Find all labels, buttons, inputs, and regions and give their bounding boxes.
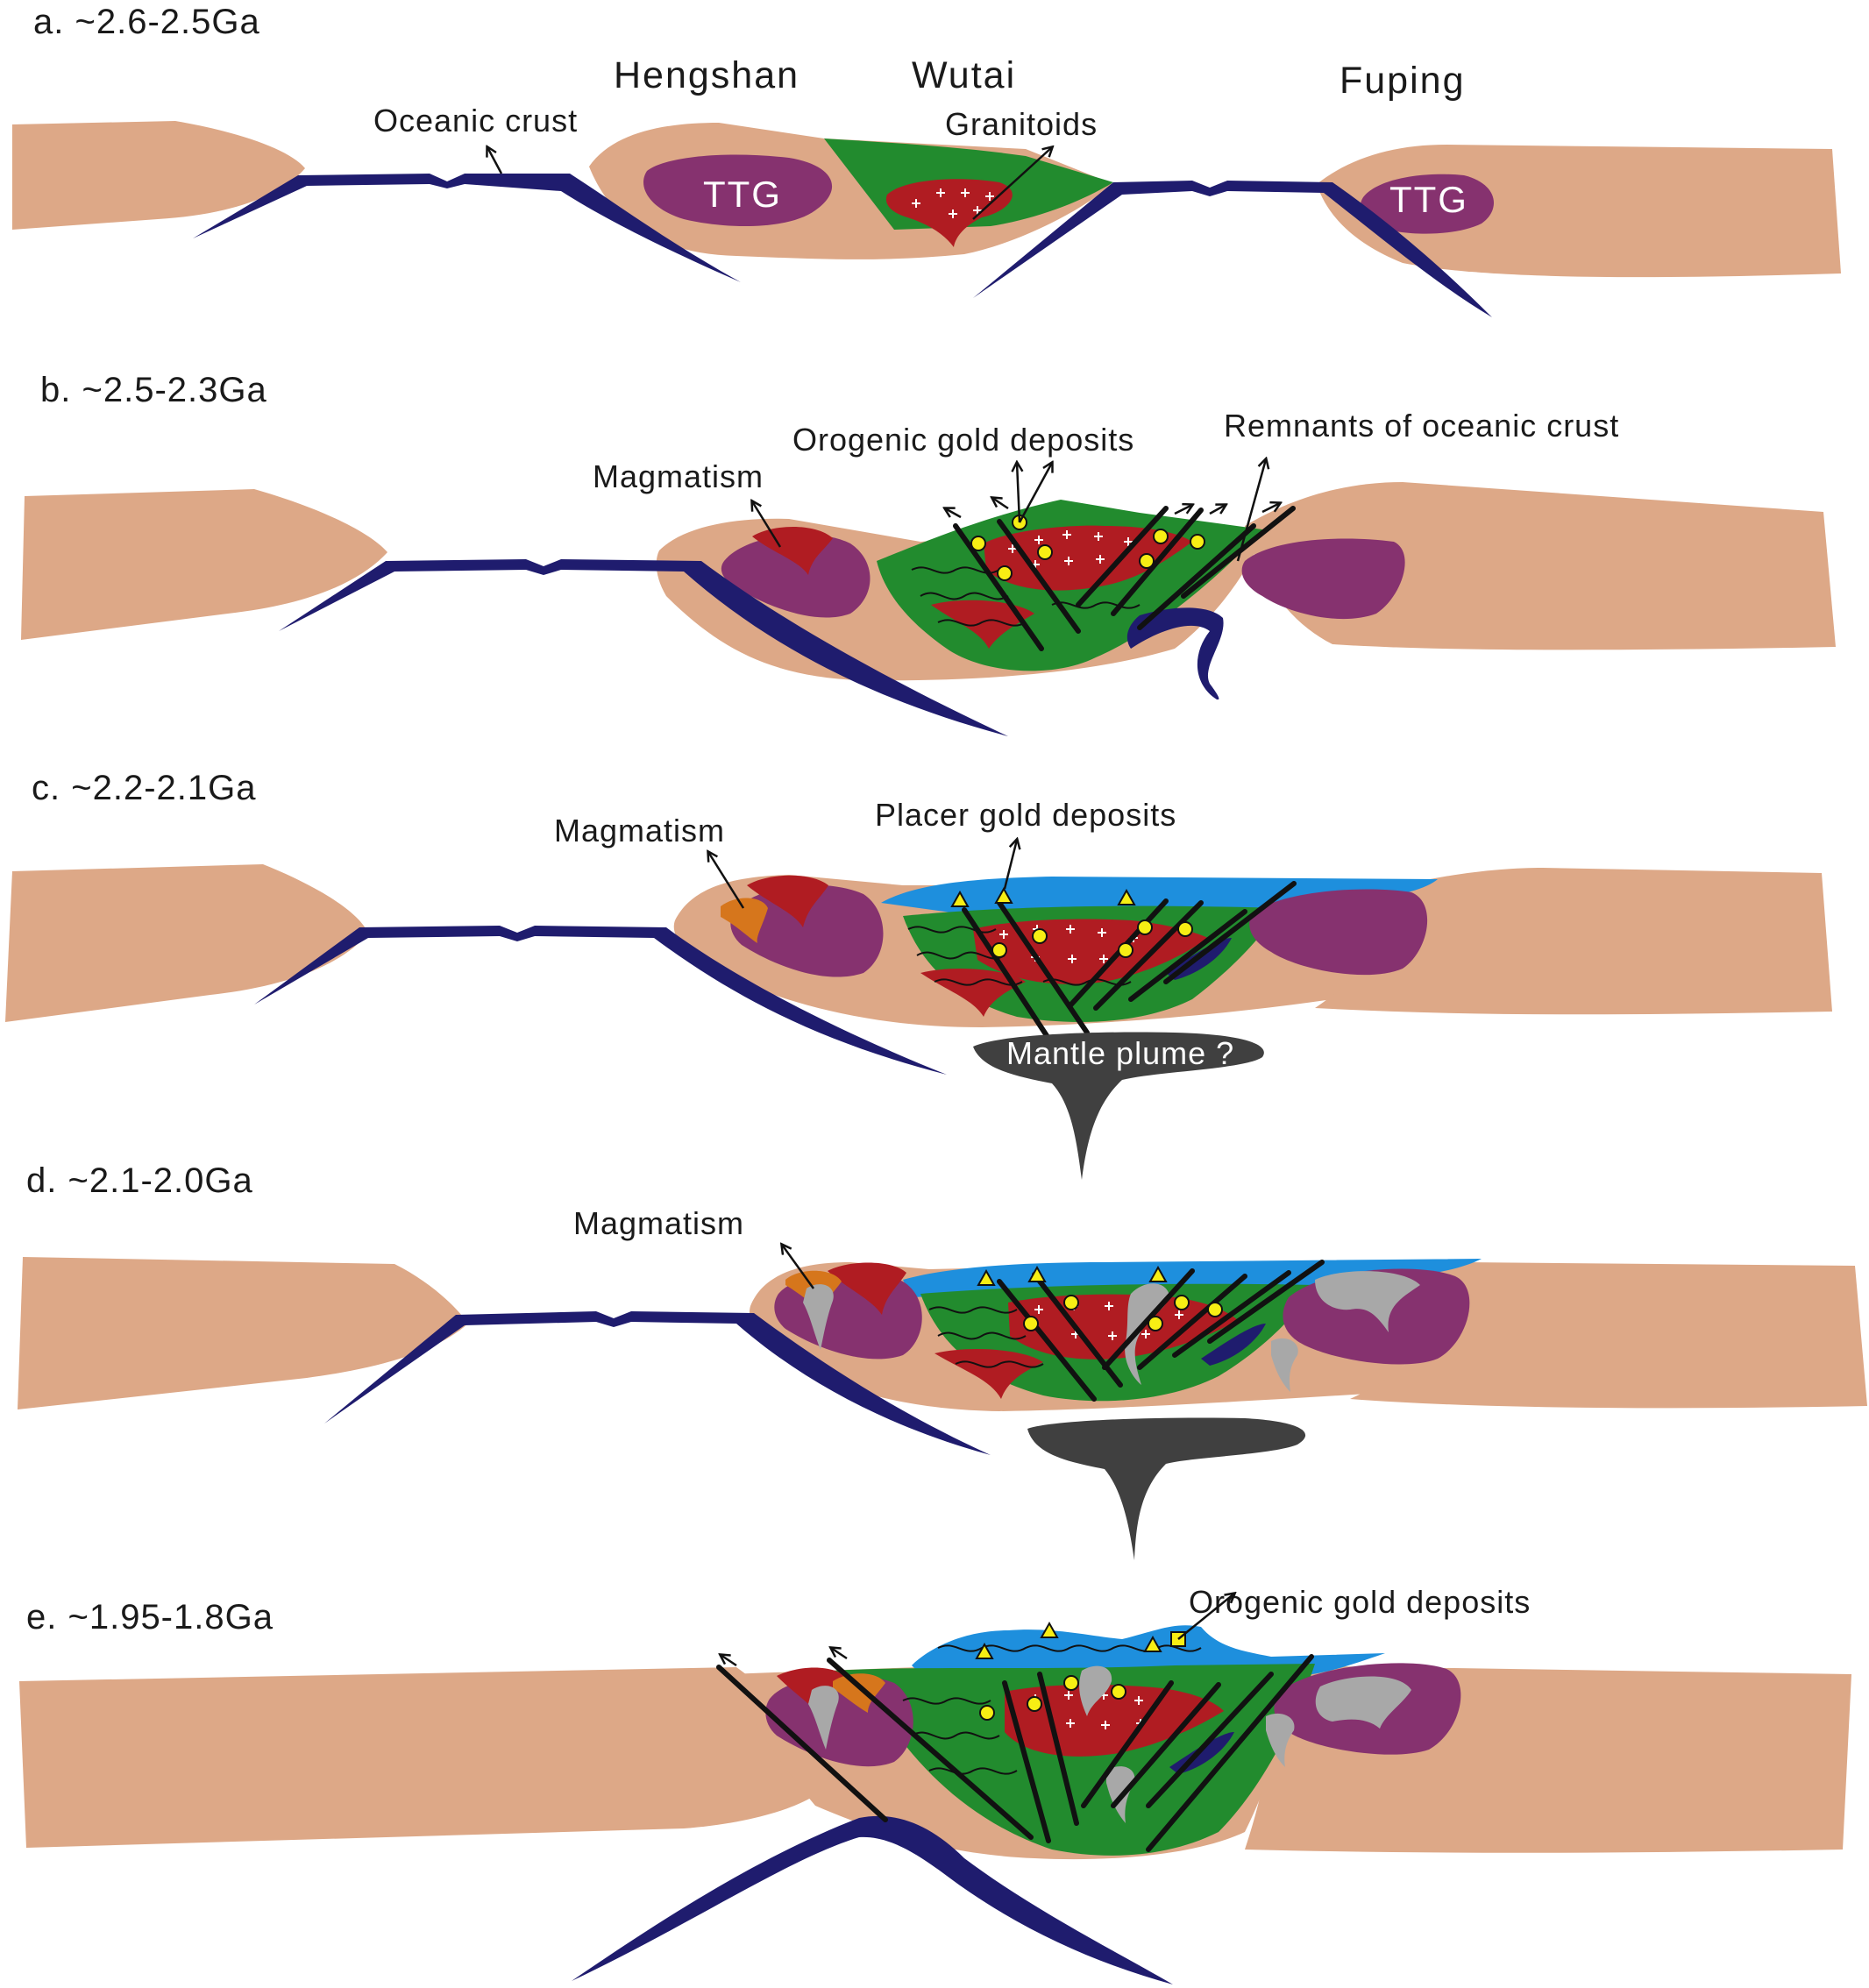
ttg-label-fuping: TTG (1389, 179, 1468, 220)
magmatism-body (828, 1262, 906, 1315)
arrow-magmatism (782, 1245, 815, 1289)
label-oceanic-crust: Oceanic crust (373, 103, 578, 138)
granitoid-lens (920, 969, 1026, 1017)
label-magmatism: Magmatism (573, 1205, 744, 1241)
fault-motion-arrows (721, 1648, 848, 1667)
ttg-body-east (1249, 889, 1428, 976)
grey-intrusion-east (1315, 1676, 1411, 1729)
arrow-magmatism (708, 852, 745, 909)
placer-gold-markers (977, 1265, 1168, 1286)
gold-deposit-markers (1023, 1295, 1223, 1331)
magmatism-body (752, 527, 833, 575)
crust-block-east (1245, 482, 1836, 650)
placer-gold-markers (950, 886, 1136, 907)
grey-intrusion-central-a (1079, 1665, 1112, 1716)
fault-motion-arrows (945, 498, 1280, 519)
panel-a: a. ~2.6-2.5Ga Hengshan Wutai Fuping TTG … (12, 3, 1841, 317)
foliation-lines (911, 566, 1141, 627)
granitoid-cross-pattern (1008, 530, 1133, 569)
arrow-placer-gold (1003, 840, 1017, 890)
gold-deposit-markers (991, 919, 1193, 958)
crust-block-west (12, 121, 305, 230)
fault-set (997, 1260, 1325, 1402)
panel-d-label: d. ~2.1-2.0Ga (26, 1161, 253, 1200)
fault-set (962, 881, 1297, 1060)
magmatism-body (747, 875, 828, 927)
crust-block-east (1315, 868, 1832, 1015)
foliation-lines (907, 926, 1132, 986)
granitoid-body (1005, 1684, 1224, 1757)
region-label-wutai: Wutai (912, 54, 1016, 96)
mantle-plume (973, 1032, 1264, 1180)
granitoid-body (973, 919, 1208, 984)
arrow-orogenic-gold (1177, 1594, 1234, 1640)
arrow-orogenic-gold-b (1018, 463, 1052, 523)
grey-intrusion-small (1266, 1713, 1295, 1767)
region-label-fuping: Fuping (1340, 60, 1465, 102)
ttg-body-west (730, 884, 884, 977)
grey-intrusion-west (803, 1284, 834, 1350)
panel-e-label: e. ~1.95-1.8Ga (26, 1598, 274, 1637)
ttg-body-hengshan (643, 154, 833, 227)
oceanic-slab-west (193, 174, 741, 282)
label-magmatism: Magmatism (554, 813, 725, 848)
label-granitoids: Granitoids (945, 106, 1098, 142)
grey-intrusion-west (808, 1686, 839, 1750)
crust-block-east (1350, 1262, 1867, 1409)
orange-intrusion (721, 898, 768, 943)
mantle-plume (1027, 1417, 1306, 1560)
panel-a-label: a. ~2.6-2.5Ga (33, 3, 260, 41)
arrow-remnants (1236, 459, 1266, 562)
gold-deposit-markers (979, 1675, 1126, 1721)
arrow-oceanic-crust (487, 147, 503, 174)
ttg-body-fuping (1360, 174, 1494, 234)
placer-gold-markers (975, 1621, 1162, 1659)
arrow-magmatism (752, 501, 782, 548)
panel-c: c. ~2.2-2.1Ga (5, 769, 1832, 1180)
granitoid-lens (931, 600, 1034, 649)
arrow-granitoids (972, 147, 1052, 220)
ttg-body-east (1241, 538, 1405, 620)
panel-e: e. ~1.95-1.8Ga (19, 1584, 1851, 1984)
fault-set (953, 506, 1296, 651)
label-mantle-plume: Mantle plume ? (1006, 1035, 1234, 1071)
grey-intrusion-east (1315, 1271, 1420, 1332)
oceanic-crust-remnant (1126, 607, 1224, 700)
oceanic-slab-east (973, 181, 1492, 317)
label-placer-gold-deposits: Placer gold deposits (875, 797, 1176, 833)
label-remnants-oceanic-crust: Remnants of oceanic crust (1224, 408, 1619, 444)
panel-b: b. ~2.5-2.3Ga (21, 371, 1836, 736)
crust-block-west (5, 864, 368, 1022)
grey-intrusion-small (1271, 1338, 1298, 1392)
panel-b-label: b. ~2.5-2.3Ga (40, 371, 267, 409)
crust-block-west (18, 1257, 468, 1409)
crust-block-west (21, 489, 387, 640)
region-label-hengshan: Hengshan (614, 54, 799, 96)
arrow-orogenic-gold-a (1017, 463, 1020, 523)
label-orogenic-gold-deposits: Orogenic gold deposits (792, 422, 1134, 458)
label-orogenic-gold-deposits: Orogenic gold deposits (1189, 1584, 1531, 1620)
orange-intrusion (833, 1673, 885, 1713)
panel-d: d. ~2.1-2.0Ga (18, 1161, 1867, 1560)
fault-set (716, 1654, 1314, 1852)
panel-c-label: c. ~2.2-2.1Ga (32, 769, 256, 807)
granitoid-cross-pattern (912, 188, 994, 218)
crust-block-west (19, 1667, 824, 1848)
ttg-body-west (721, 534, 871, 618)
label-magmatism: Magmatism (593, 458, 764, 494)
oceanic-crust-remnant (1201, 1324, 1266, 1366)
ttg-label-hengshan: TTG (703, 174, 782, 215)
foliation-lines (928, 1306, 1044, 1368)
